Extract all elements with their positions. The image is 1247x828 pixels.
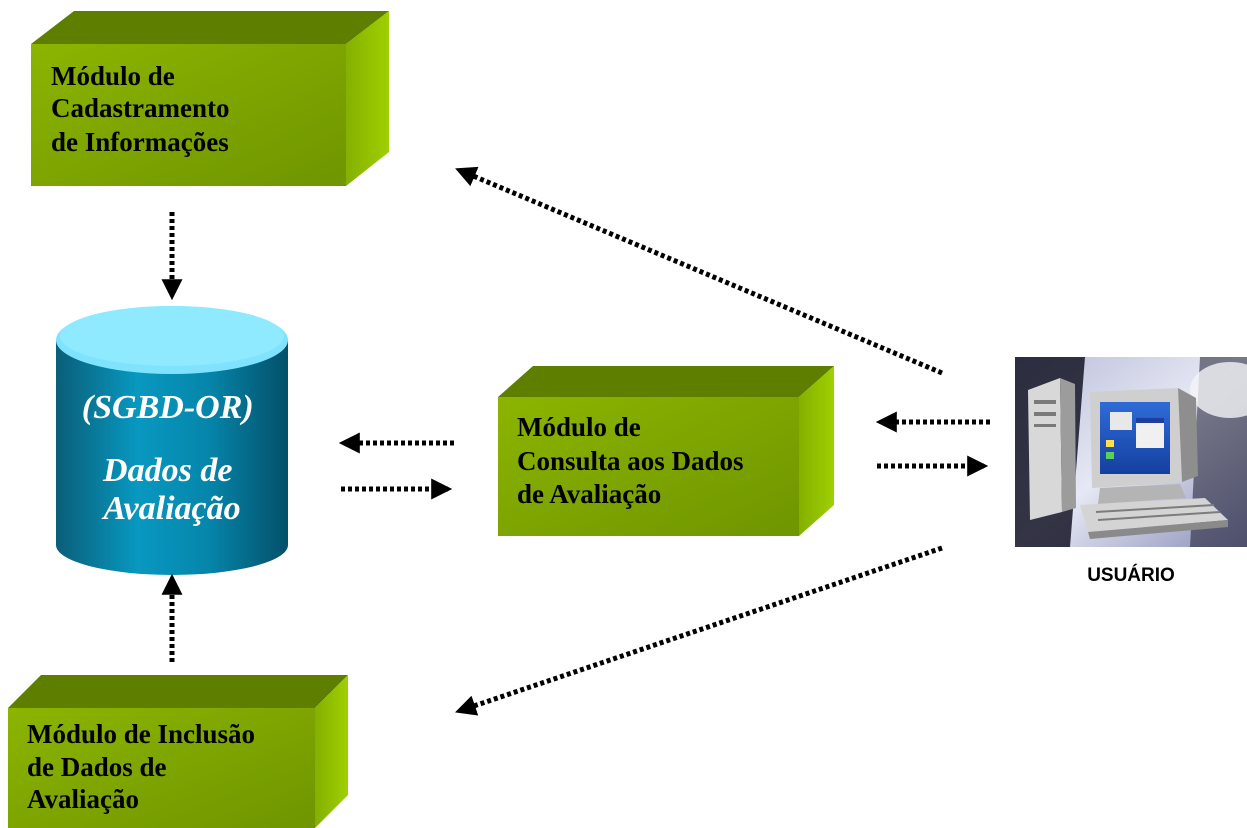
- box-side-face: [315, 675, 348, 828]
- arrow-user-to-cadastro: [455, 166, 943, 376]
- module-consulta-box: Módulo de Consulta aos Dados de Avaliaçã…: [498, 366, 834, 536]
- module-consulta-line-3: de Avaliação: [517, 479, 661, 509]
- box-side-face: [799, 366, 834, 536]
- module-inclusao-line-3: Avaliação: [27, 784, 139, 814]
- module-inclusao-line-2: de Dados de: [27, 752, 167, 782]
- box-top-face: [498, 366, 834, 397]
- computer-workstation-icon: [1015, 357, 1247, 547]
- module-inclusao-box: Módulo de Inclusão de Dados de Avaliação: [8, 675, 348, 828]
- svg-text:Módulo de Cadastramento: Módulo de Cadastramento de Informações: [51, 61, 236, 157]
- database-top-highlight: [60, 306, 284, 366]
- module-cadastramento-line-3: de Informações: [51, 127, 229, 157]
- database-label-line-3: Avaliação: [101, 490, 240, 527]
- box-front-face: [31, 44, 346, 186]
- module-consulta-line-1: Módulo de: [517, 412, 641, 442]
- box-side-face: [346, 11, 389, 186]
- user-label: USUÁRIO: [1087, 564, 1175, 586]
- box-top-face: [31, 11, 389, 44]
- svg-text:Módulo de Consulta aos D: Módulo de Consulta aos Dados de Avaliaçã…: [517, 412, 750, 509]
- module-consulta-line-2: Consulta aos Dados: [517, 446, 744, 476]
- database-body: [56, 340, 288, 575]
- box-front-face: [8, 708, 315, 828]
- module-cadastramento-line-2: Cadastramento: [51, 93, 229, 123]
- module-cadastramento-line-1: Módulo de: [51, 61, 175, 91]
- box-front-face: [498, 397, 799, 536]
- database-cylinder: (SGBD-OR) Dados de Avaliação: [56, 306, 288, 575]
- module-cadastramento-box: Módulo de Cadastramento de Informações: [31, 11, 389, 186]
- module-inclusao-line-1: Módulo de Inclusão: [27, 719, 255, 749]
- database-label-line-2: Dados de: [102, 452, 232, 489]
- box-top-face: [8, 675, 348, 708]
- svg-text:Módulo de Inclusão de Da: Módulo de Inclusão de Dados de Avaliação: [27, 719, 262, 814]
- arrow-user-to-inclusao: [455, 545, 943, 716]
- database-label-line-1: (SGBD-OR): [82, 389, 254, 426]
- svg-text:(SGBD-OR) Dados de: (SGBD-OR) Dados de Avaliação: [82, 389, 262, 527]
